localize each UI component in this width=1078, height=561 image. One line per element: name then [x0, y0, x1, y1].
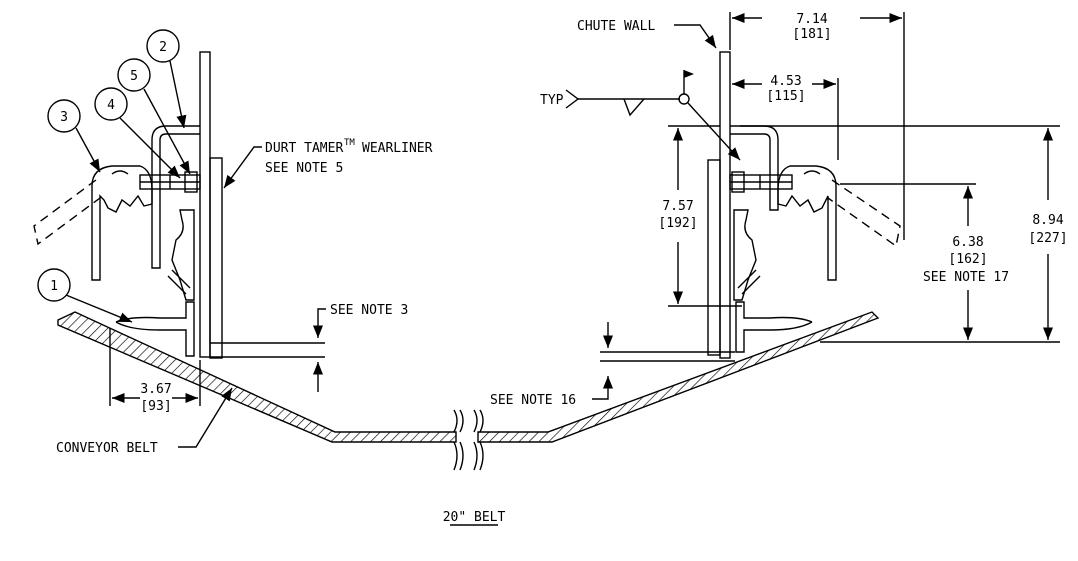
- left-chute-wall: [199, 51, 211, 358]
- callout-5: 5: [117, 58, 191, 175]
- svg-text:WEARLINER: WEARLINER: [362, 141, 433, 156]
- left-bracket: [151, 125, 200, 269]
- wearliner-label: DURT TAMER TM WEARLINER SEE NOTE 5: [223, 138, 433, 189]
- svg-text:7.57: 7.57: [662, 199, 693, 214]
- svg-text:[162]: [162]: [948, 252, 987, 267]
- svg-text:6.38: 6.38: [952, 235, 983, 250]
- svg-text:4.53: 4.53: [770, 74, 801, 89]
- see-note-3-label: SEE NOTE 3: [210, 303, 408, 392]
- svg-text:8.94: 8.94: [1032, 213, 1063, 228]
- svg-text:SEE NOTE 16: SEE NOTE 16: [490, 393, 576, 408]
- svg-text:3.67: 3.67: [140, 382, 171, 397]
- svg-text:7.14: 7.14: [796, 12, 827, 27]
- svg-text:DURT TAMER: DURT TAMER: [265, 141, 343, 156]
- svg-text:SEE NOTE 17: SEE NOTE 17: [923, 270, 1009, 285]
- svg-text:20" BELT: 20" BELT: [443, 510, 506, 525]
- left-clamp: [91, 165, 153, 281]
- drawing-title: 20" BELT: [443, 510, 506, 526]
- svg-text:5: 5: [130, 69, 138, 84]
- left-skirt-assembly: [33, 51, 223, 359]
- right-wearliner: [707, 159, 721, 356]
- dimension-7-57: 7.57 [192]: [658, 125, 742, 307]
- chute-wall-label: CHUTE WALL: [577, 19, 717, 49]
- weld-symbol: TYP: [540, 70, 741, 161]
- callout-1: 1: [37, 268, 133, 323]
- svg-text:[115]: [115]: [766, 89, 805, 104]
- callout-4: 4: [94, 87, 181, 179]
- svg-text:SEE NOTE 5: SEE NOTE 5: [265, 161, 343, 176]
- dimension-3-67: 3.67 [93]: [109, 328, 201, 414]
- right-clamp: [777, 165, 837, 281]
- svg-text:[192]: [192]: [658, 216, 697, 231]
- dimension-8-94: 8.94 [227]: [740, 125, 1068, 340]
- left-wearliner: [209, 157, 223, 359]
- right-bracket: [730, 125, 779, 211]
- svg-text:CONVEYOR BELT: CONVEYOR BELT: [56, 441, 158, 456]
- svg-text:3: 3: [60, 110, 68, 125]
- svg-text:4: 4: [107, 98, 115, 113]
- see-note-16-label: SEE NOTE 16: [490, 322, 735, 408]
- svg-text:2: 2: [159, 40, 167, 55]
- svg-text:1: 1: [50, 279, 58, 294]
- dimension-6-38: 6.38 [162] SEE NOTE 17: [820, 183, 1060, 343]
- conveyor-belt: [57, 311, 880, 471]
- svg-text:TM: TM: [344, 138, 355, 148]
- callout-2: 2: [146, 29, 187, 129]
- dimension-4-53: 4.53 [115]: [732, 74, 839, 160]
- right-skirt-assembly: [707, 51, 901, 359]
- conveyor-belt-label: CONVEYOR BELT: [56, 387, 233, 456]
- right-chute-wall: [719, 51, 731, 359]
- svg-text:[181]: [181]: [792, 27, 831, 42]
- callout-3: 3: [47, 99, 101, 173]
- svg-text:[227]: [227]: [1028, 231, 1067, 246]
- svg-text:SEE NOTE 3: SEE NOTE 3: [330, 303, 408, 318]
- svg-text:TYP: TYP: [540, 93, 564, 108]
- svg-text:[93]: [93]: [140, 399, 171, 414]
- right-seal: [733, 209, 757, 301]
- left-seal: [171, 209, 195, 301]
- svg-text:CHUTE WALL: CHUTE WALL: [577, 19, 655, 34]
